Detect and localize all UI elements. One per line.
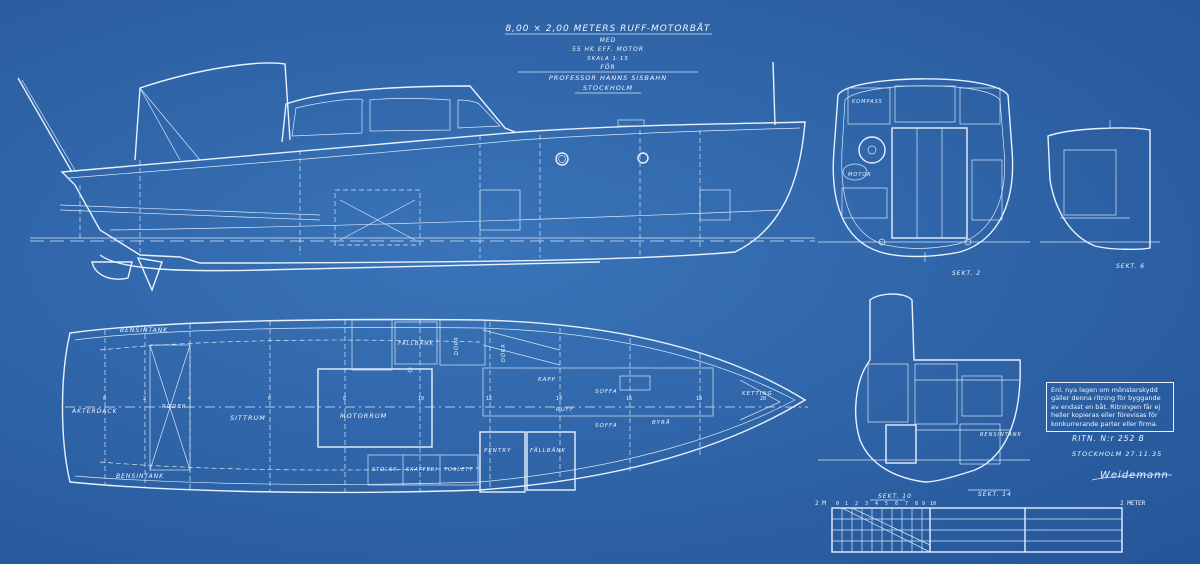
label-locker-3: TOALETT (444, 467, 473, 473)
profile-view (17, 61, 815, 292)
title-line-4: SKALA 1:15 (587, 56, 629, 62)
label-bensintank-top: BENSINTANK (120, 327, 168, 334)
copyright-note: Enl. nya lagen om mönsterskydd gäller de… (1046, 382, 1174, 433)
section-2: KOMPASS MOTOR SEKT. 2 (818, 78, 1030, 277)
drawing-info: RITN. N:r 252 B STOCKHOLM 27.11.35 Weide… (1072, 434, 1173, 481)
scale-ticks: 0 1 2 3 4 5 6 7 8 9 10 (836, 501, 936, 507)
svg-text:6: 6 (268, 396, 271, 402)
title-line-1: 8,00 × 2,00 METERS RUFF-MOTORBÅT (505, 22, 711, 34)
label-byra: BYRÅ (652, 419, 671, 426)
svg-text:10: 10 (418, 396, 424, 402)
svg-text:10: 10 (930, 501, 936, 507)
svg-text:4: 4 (188, 396, 191, 402)
svg-text:20: 20 (760, 396, 766, 402)
hull-plan (61, 318, 807, 494)
label-soffa-1: SOFFA (595, 389, 618, 395)
engine-bed (317, 368, 433, 448)
title-line-6: PROFESSOR HANNS SISBAHN (549, 74, 667, 82)
section-10-14: BENSINTANK SEKT. 10 SEKT. 14 (818, 293, 1030, 501)
hull-profile (60, 121, 806, 264)
svg-text:4: 4 (875, 501, 878, 507)
label-sittrum: SITTRUM (230, 414, 266, 422)
porthole-2 (637, 152, 649, 164)
title-line-7: STOCKHOLM (583, 84, 633, 92)
pentry (479, 431, 526, 493)
label-motorrum: MOTORRUM (340, 412, 387, 420)
svg-text:12: 12 (486, 396, 492, 402)
steering-wheel (858, 136, 886, 164)
title-line-3: 55 HK EFF. MOTOR (572, 46, 644, 53)
station-numbers: 0 2 4 6 8 10 12 14 16 18 20 (103, 396, 766, 402)
svg-text:18: 18 (696, 396, 702, 402)
svg-text:5: 5 (885, 501, 888, 507)
svg-text:0: 0 (836, 501, 839, 507)
title-block: 8,00 × 2,00 METERS RUFF-MOTORBÅT MED 55 … (505, 22, 712, 94)
cabin-roof (281, 85, 516, 143)
label-motor: MOTOR (848, 172, 872, 178)
label-sekt-6: SEKT. 6 (1116, 263, 1145, 270)
section-6-outline (1047, 127, 1151, 251)
label-fallbank: FÄLLBÄNK (398, 340, 434, 347)
drawing-number: RITN. N:r 252 B (1072, 434, 1145, 443)
svg-text:3: 3 (865, 501, 868, 507)
label-ketting: KETTING (742, 391, 773, 397)
svg-text:0: 0 (103, 396, 106, 402)
label-bensintank-sec: BENSINTANK (980, 432, 1022, 438)
section-10-14-outline (855, 293, 1021, 483)
plan-view: BENSINTANK BENSINTANK AKTERDÄCK SITTRUM … (61, 318, 808, 494)
label-bensintank-bottom: BENSINTANK (116, 473, 164, 480)
svg-text:16: 16 (626, 396, 632, 402)
svg-text:8: 8 (343, 396, 346, 402)
label-pentry: PENTRY (484, 448, 511, 454)
scale-left-label: 2 M (815, 500, 826, 507)
label-locker-2: SKAFFERI (406, 467, 438, 473)
label-locker-1: STOLSK. (372, 467, 400, 473)
label-roder: RODER (162, 404, 187, 410)
section-6: SEKT. 6 (1040, 120, 1160, 270)
title-line-5: FÖR (600, 64, 615, 71)
svg-text:2: 2 (855, 501, 858, 507)
svg-text:8: 8 (915, 501, 918, 507)
folding-top (134, 62, 291, 161)
rudder (91, 261, 133, 280)
label-akterdaeck: AKTERDÄCK (71, 408, 118, 415)
label-soffa-2: SOFFA (595, 423, 618, 429)
svg-text:14: 14 (556, 396, 562, 402)
scale-bar: 2 M 2 METER 0 1 2 3 4 5 6 7 8 9 10 (815, 500, 1146, 553)
label-kapp: KAPP (538, 377, 556, 383)
svg-text:7: 7 (905, 501, 908, 507)
svg-text:1: 1 (845, 501, 848, 507)
label-ruff: RUFF (556, 407, 574, 413)
label-vertical-2: DÖRR (500, 343, 507, 362)
label-fallbank-2: FÄLLBÄNK (530, 447, 566, 454)
section-2-outline (832, 78, 1014, 258)
place-date: STOCKHOLM 27.11.35 (1072, 450, 1162, 458)
porthole-1 (555, 152, 569, 166)
label-vertical-1: DÖRR (453, 336, 460, 355)
svg-text:9: 9 (922, 501, 925, 507)
title-line-2: MED (600, 37, 617, 44)
label-sekt-14: SEKT. 14 (978, 491, 1012, 498)
svg-text:2: 2 (143, 396, 146, 402)
propeller (136, 257, 163, 292)
label-kompass: KOMPASS (852, 99, 883, 105)
svg-text:6: 6 (895, 501, 898, 507)
label-sekt-2: SEKT. 2 (952, 270, 981, 277)
scale-right-label: 2 METER (1120, 500, 1146, 507)
flagstaff (17, 77, 73, 173)
label-sekt-10: SEKT. 10 (878, 493, 912, 500)
mast (772, 61, 776, 126)
